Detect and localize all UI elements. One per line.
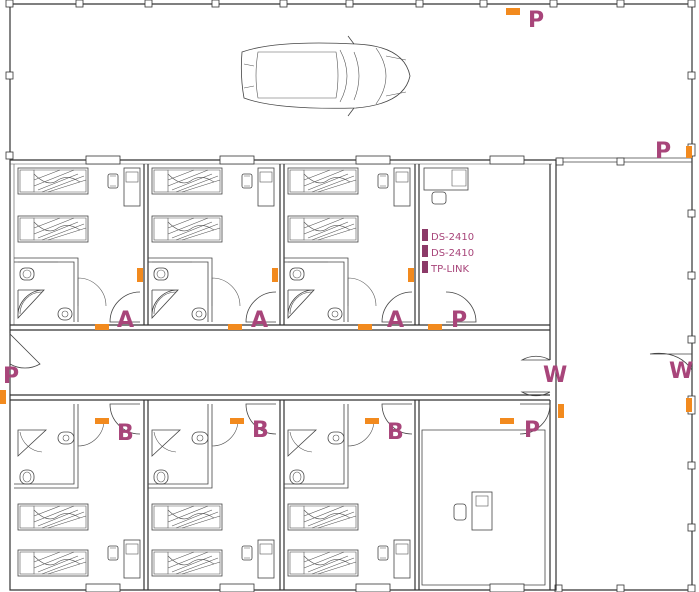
label-a3: A — [387, 308, 404, 333]
parking-area — [5, 0, 696, 592]
label-a1: A — [117, 308, 134, 333]
label-b2: B — [252, 418, 269, 443]
device-label-3: TP-LINK — [430, 264, 470, 275]
markers — [0, 8, 692, 424]
device-label-1: DS-2410 — [431, 232, 474, 243]
car — [240, 35, 411, 117]
device-icon — [422, 245, 428, 257]
device-icon — [422, 261, 428, 273]
label-b1: B — [117, 421, 134, 446]
label-b3: B — [387, 420, 404, 445]
label-p-office: P — [524, 418, 540, 443]
furniture-bottom-rooms — [17, 429, 493, 579]
label-p-left: P — [3, 364, 19, 389]
zone-labels: P P P P P A A A B B B W W — [3, 8, 693, 446]
device-label-2: DS-2410 — [431, 248, 474, 259]
label-p-right: P — [655, 139, 671, 164]
device-icon — [422, 229, 428, 241]
doors — [9, 277, 693, 447]
label-p-top: P — [528, 8, 544, 33]
label-p-server: P — [451, 308, 467, 333]
label-w-right: W — [669, 359, 693, 384]
label-w-corridor: W — [543, 363, 567, 388]
network-rack: DS-2410 DS-2410 TP-LINK — [422, 229, 474, 275]
label-a2: A — [251, 308, 268, 333]
furniture-top-rooms — [17, 167, 469, 321]
fence-posts — [5, 0, 696, 592]
building-walls — [9, 155, 557, 592]
